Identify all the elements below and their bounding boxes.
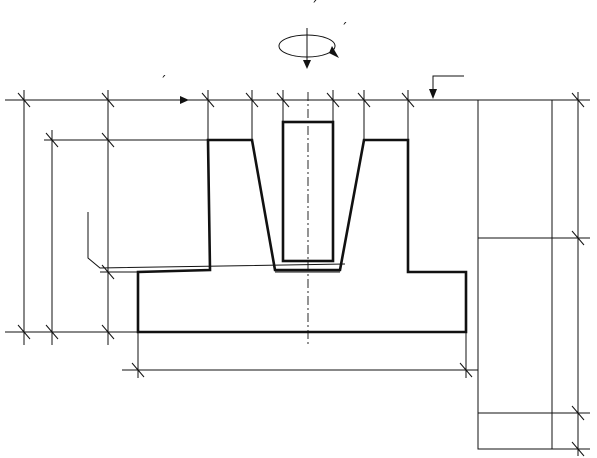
- mark-top-1: ˊ: [311, 0, 318, 15]
- dim-tick: [131, 362, 145, 378]
- leader-line: [87, 212, 346, 269]
- right-dimensions: [552, 92, 590, 457]
- left-dimensions: [5, 130, 208, 345]
- dim-tick: [45, 132, 59, 148]
- circular-arrow-icon: [278, 28, 339, 69]
- dim-tick: [571, 230, 585, 246]
- right-arrow-icon: [144, 96, 189, 104]
- mark-top-2: ˊ: [341, 22, 348, 37]
- dim-tick: [101, 324, 115, 340]
- base-block: [136, 138, 468, 334]
- bottom-dimension: [122, 332, 478, 378]
- dim-tick: [17, 324, 31, 340]
- side-view-block: [477, 99, 553, 450]
- dim-tick: [459, 362, 473, 378]
- dim-tick: [571, 441, 585, 457]
- part-outline: [136, 99, 553, 450]
- groove-leader: [87, 212, 346, 269]
- dim-tick: [101, 264, 115, 280]
- top-dimension: [5, 92, 478, 108]
- dim-tick: [101, 132, 115, 148]
- mark-feed: ˊ: [160, 75, 167, 90]
- top-extension-lines: [23, 90, 409, 345]
- leader-flag-icon: [429, 75, 464, 99]
- dim-tick: [571, 92, 585, 108]
- dim-tick: [571, 405, 585, 421]
